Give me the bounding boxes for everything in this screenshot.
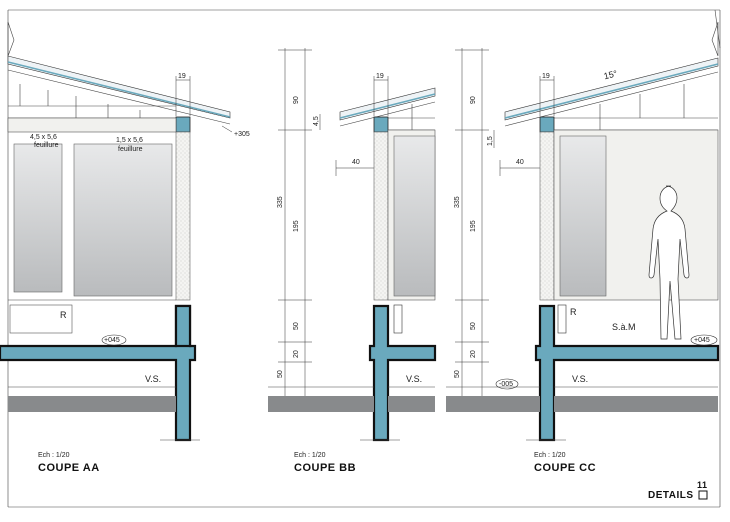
section-bb-wall [373, 131, 389, 301]
section-cc-dimension-chain: 90 335 195 50 20 50 [454, 48, 489, 409]
section-bb-dim-beam: 19 [376, 73, 384, 80]
section-aa-level-eave: +305 [234, 131, 250, 138]
section-aa-window-note-2b: feuillure [118, 146, 143, 153]
section-cc-level-ground: -005 [499, 381, 513, 388]
page-number: 11 [697, 480, 708, 490]
section-cc-title: COUPE CC [534, 462, 596, 474]
section-cc-roof [504, 21, 719, 133]
section-aa-dim-beam: 19 [178, 73, 186, 80]
section-aa-window-2 [73, 143, 173, 297]
section-bb-dim-small: 4,5 [313, 116, 320, 126]
square-icon [698, 490, 708, 500]
section-cc-window [559, 135, 607, 297]
sheet-frame [7, 9, 721, 508]
section-bb-dim-50b: 50 [277, 370, 284, 378]
section-cc-dim-50b: 50 [454, 370, 461, 378]
section-cc-scale: Ech : 1/20 [534, 452, 566, 459]
section-aa-wall [175, 131, 191, 301]
section-cc-dim-beam: 19 [542, 73, 550, 80]
section-cc-roof-angle: 15° [603, 68, 619, 81]
section-aa-ground [8, 396, 176, 412]
section-bb-dim-90: 90 [293, 96, 300, 104]
section-aa-window-1 [13, 143, 63, 293]
section-cc-dim-small: 1,5 [487, 136, 494, 146]
section-cc-dim-90: 90 [470, 96, 477, 104]
section-bb-dim-195: 195 [293, 220, 300, 232]
section-bb-radiator [393, 304, 403, 334]
section-cc-level-floor: +045 [694, 337, 710, 344]
section-cc-radiator [557, 304, 567, 334]
section-aa-window-note-1a: 4,5 x 5,6 [30, 134, 57, 141]
section-cc-slab [534, 304, 720, 442]
section-aa: 4,5 x 5,6 feuillure 1,5 x 5,6 feuillure … [0, 21, 250, 474]
section-bb-roof [339, 87, 436, 133]
section-cc-dim-195: 195 [470, 220, 477, 232]
section-aa-radiator-label: R [60, 310, 67, 320]
section-bb-vs-label: V.S. [406, 374, 422, 384]
section-bb: 90 335 195 50 20 50 19 4,5 40 [268, 48, 437, 474]
section-bb-dim-20: 20 [293, 350, 300, 358]
section-bb-window [393, 135, 436, 297]
section-cc-vs-label: V.S. [572, 374, 588, 384]
section-bb-scale: Ech : 1/20 [294, 452, 326, 459]
section-cc-room-label: S.à.M [612, 322, 636, 332]
section-cc-dim-335: 335 [454, 196, 461, 208]
section-aa-level-floor: +045 [104, 337, 120, 344]
section-bb-dim-335: 335 [277, 196, 284, 208]
person-silhouette [648, 185, 690, 340]
section-cc-ground-left [446, 396, 540, 412]
section-aa-radiator [9, 304, 73, 334]
section-aa-roof [7, 21, 231, 133]
section-bb-dimension-chain: 90 335 195 50 20 50 [277, 48, 312, 409]
section-cc-dim-20: 20 [470, 350, 477, 358]
section-bb-ground-right [388, 396, 435, 412]
section-aa-vs-label: V.S. [145, 374, 161, 384]
section-cc-dim-50a: 50 [470, 322, 477, 330]
section-bb-slab [368, 304, 437, 442]
section-bb-ground-left [268, 396, 374, 412]
section-cc: 90 335 195 50 20 50 15° 19 1,5 40 [446, 21, 720, 474]
section-aa-scale: Ech : 1/20 [38, 452, 70, 459]
footer-label: DETAILS [648, 490, 694, 501]
section-cc-radiator-label: R [570, 307, 577, 317]
section-bb-dim-overhang: 40 [352, 159, 360, 166]
section-aa-lintel [7, 117, 177, 133]
section-aa-window-note-2a: 1,5 x 5,6 [116, 137, 143, 144]
section-cc-wall [539, 131, 555, 301]
section-cc-ground-right [554, 396, 718, 412]
section-bb-dim-50a: 50 [293, 322, 300, 330]
footer: 11 DETAILS [648, 480, 708, 501]
section-aa-window-note-1b: feuillure [34, 142, 59, 149]
section-aa-title: COUPE AA [38, 462, 100, 474]
section-bb-title: COUPE BB [294, 462, 356, 474]
section-cc-dim-overhang: 40 [516, 159, 524, 166]
